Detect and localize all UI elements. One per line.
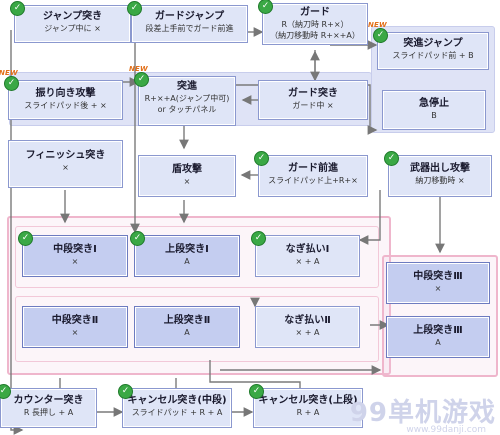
watermark-url: www.99danji.com xyxy=(406,425,486,435)
node-command: A xyxy=(435,338,441,347)
node-title: ジャンプ突き xyxy=(42,11,103,22)
check-icon: ✓ xyxy=(127,1,142,16)
node-title: ガードジャンプ xyxy=(154,11,225,22)
node-command: R 長押し + A xyxy=(23,408,74,417)
node-cancel-thrust-mid: ✓ キャンセル突き(中段) スライドパッド + R + A xyxy=(118,384,232,428)
node-mid-thrust-1: ✓ 中段突きⅠ × xyxy=(18,231,128,277)
node-command: R + A xyxy=(296,408,320,417)
node-shield-bash: 盾攻撃 × xyxy=(138,155,236,197)
node-title: 突進ジャンプ xyxy=(403,38,463,49)
combo-lane-row1 xyxy=(15,226,379,288)
check-icon: ✓ xyxy=(384,151,399,166)
node-charge: NEW ✓ 突進 R+×+A(ジャンプ中可) or タッチパネル xyxy=(129,65,236,126)
node-sudden-stop: 急停止 B xyxy=(382,90,486,130)
node-advance-jump: NEW ✓ 突進ジャンプ スライドパッド前 + B xyxy=(368,21,489,70)
check-icon: ✓ xyxy=(251,231,266,246)
node-title: キャンセル突き(上段) xyxy=(258,395,358,406)
node-title: 中段突きⅢ xyxy=(413,271,463,282)
check-icon: ✓ xyxy=(18,231,33,246)
node-title: 盾攻撃 xyxy=(172,164,202,175)
node-command: × xyxy=(183,177,191,186)
node-command: B xyxy=(431,111,437,120)
check-icon: ✓ xyxy=(373,28,388,43)
node-command: 段差上手前でガード前進 xyxy=(145,24,234,33)
node-title: ガード突き xyxy=(288,88,338,99)
check-icon: ✓ xyxy=(10,1,25,16)
node-command: × xyxy=(434,284,442,293)
node-title: 中段突きⅠ xyxy=(53,244,97,255)
check-icon: ✓ xyxy=(134,72,149,87)
node-counter-thrust: ✓ カウンター突き R 長押し + A xyxy=(0,384,97,428)
node-command: 納刀移動時 × xyxy=(415,176,465,185)
node-title: 上段突きⅢ xyxy=(413,325,463,336)
check-icon: ✓ xyxy=(249,384,264,399)
node-title: キャンセル突き(中段) xyxy=(127,395,227,406)
node-command-alt: or タッチパネル xyxy=(157,105,217,114)
check-icon: ✓ xyxy=(254,151,269,166)
node-title: カウンター突き xyxy=(13,395,84,406)
node-turn-attack: NEW ✓ 振り向き攻撃 スライドパッド後 + × xyxy=(0,69,123,120)
node-mid-thrust-2: 中段突きⅡ × xyxy=(22,306,128,348)
node-command: A xyxy=(184,257,190,266)
node-title: 上段突きⅡ xyxy=(163,315,211,326)
node-sweep-1: ✓ なぎ払いⅠ × + A xyxy=(251,231,360,277)
node-title: 振り向き攻撃 xyxy=(35,88,96,99)
node-guard: ✓ ガード R（納刀時 R+×） （納刀移動時 R+×+A） xyxy=(258,0,368,45)
node-jump-attack: NEW ✓ ジャンプ突き ジャンプ中に × xyxy=(5,0,131,43)
node-title: なぎ払いⅡ xyxy=(284,315,331,326)
node-guard-jump: NEW ✓ ガードジャンプ 段差上手前でガード前進 xyxy=(122,0,248,43)
node-guard-thrust: ガード突き ガード中 × xyxy=(258,80,368,120)
node-guard-advance: ✓ ガード前進 スライドパッド上+R+× xyxy=(254,151,368,197)
node-title: なぎ払いⅠ xyxy=(285,244,330,255)
node-title: ガード前進 xyxy=(288,163,338,174)
new-badge: NEW xyxy=(129,65,148,73)
node-command: R+×+A(ジャンプ中可) xyxy=(144,94,230,103)
node-title: 中段突きⅡ xyxy=(51,315,99,326)
check-icon: ✓ xyxy=(118,384,133,399)
node-command: × xyxy=(71,257,79,266)
node-command: × + A xyxy=(295,328,320,337)
node-title: フィニッシュ突き xyxy=(25,150,106,161)
node-command: スライドパッド後 + × xyxy=(24,101,107,110)
node-title: ガード xyxy=(300,7,330,18)
node-command: ジャンプ中に × xyxy=(44,24,101,33)
check-icon: ✓ xyxy=(130,231,145,246)
node-title: 急停止 xyxy=(419,98,449,109)
watermark-logo: 99单机游戏 xyxy=(349,398,496,428)
node-command: スライドパッド + R + A xyxy=(131,408,223,417)
check-icon: ✓ xyxy=(4,76,19,91)
node-upper-thrust-1: ✓ 上段突きⅠ A xyxy=(130,231,240,277)
node-command: ガード中 × xyxy=(292,101,334,110)
node-command: × xyxy=(71,328,79,337)
node-draw-attack: ✓ 武器出し攻撃 納刀移動時 × xyxy=(384,151,492,197)
node-upper-thrust-3: 上段突きⅢ A xyxy=(386,316,490,358)
new-badge: NEW xyxy=(0,69,18,77)
node-command: スライドパッド上+R+× xyxy=(268,176,358,185)
check-icon: ✓ xyxy=(0,384,11,399)
node-command: × + A xyxy=(295,257,320,266)
combo-lane-row2 xyxy=(15,296,379,362)
node-finish-thrust: フィニッシュ突き × xyxy=(8,140,123,188)
new-badge: NEW xyxy=(368,21,387,29)
node-mid-thrust-3: 中段突きⅢ × xyxy=(386,262,490,304)
node-command: A xyxy=(184,328,190,337)
node-title: 上段突きⅠ xyxy=(165,244,209,255)
node-title: 武器出し攻撃 xyxy=(410,163,470,174)
node-command: R（納刀時 R+×） xyxy=(281,20,349,29)
node-command: × xyxy=(62,163,69,172)
node-title: 突進 xyxy=(177,81,197,92)
check-icon: ✓ xyxy=(258,0,273,14)
node-cancel-thrust-up: ✓ キャンセル突き(上段) R + A xyxy=(249,384,363,428)
node-upper-thrust-2: 上段突きⅡ A xyxy=(134,306,240,348)
node-command-alt: （納刀移動時 R+×+A） xyxy=(270,31,360,40)
node-sweep-2: なぎ払いⅡ × + A xyxy=(255,306,360,348)
node-command: スライドパッド前 + B xyxy=(392,51,474,60)
